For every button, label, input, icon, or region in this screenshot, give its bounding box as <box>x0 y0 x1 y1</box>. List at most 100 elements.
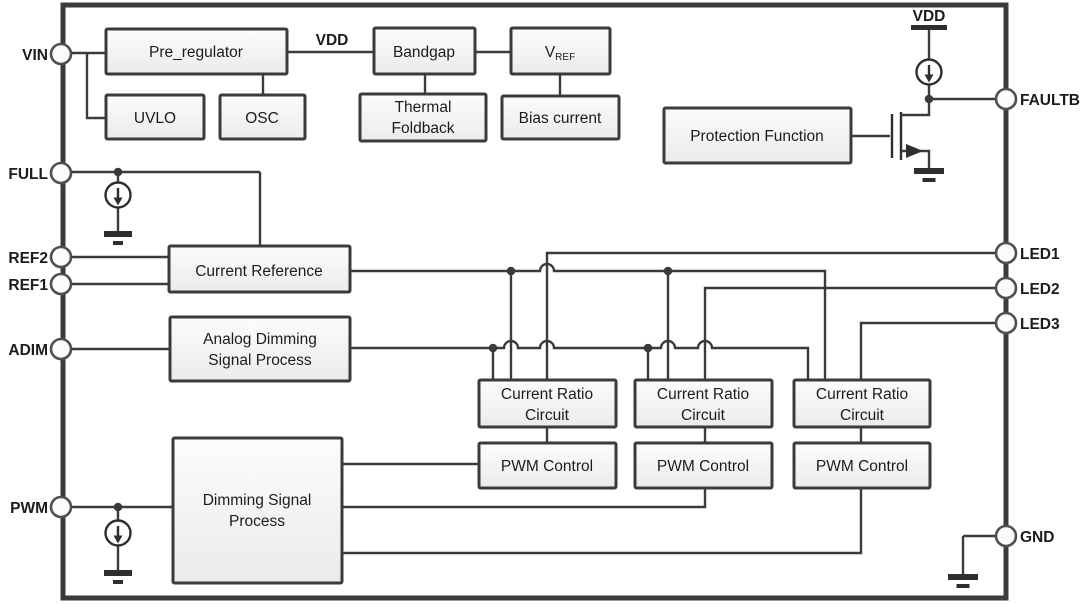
pin-vin <box>49 42 73 66</box>
block-label-pwm-control-2: PWM Control <box>657 458 749 475</box>
current-source-icon <box>104 181 132 209</box>
block-label-current-ratio-2a: Current Ratio <box>657 386 749 403</box>
junction-dot <box>488 343 498 353</box>
block-label-pre-regulator: Pre_regulator <box>149 44 243 61</box>
wire-gnd <box>961 534 996 574</box>
block-label-pwm-control-3: PWM Control <box>816 458 908 475</box>
wire-dimming-pwm3 <box>342 488 863 555</box>
current-source-icon <box>104 519 132 547</box>
vdd-supply-label: VDD <box>913 8 946 25</box>
ground-icon <box>104 231 132 245</box>
pin-led3 <box>994 311 1018 335</box>
block-pwm-control-1 <box>477 441 618 490</box>
block-protection-function <box>662 106 853 165</box>
block-dimming-signal <box>171 436 344 585</box>
wire-led1 <box>545 251 996 380</box>
supply-bar <box>911 25 947 30</box>
block-label-bandgap: Bandgap <box>393 44 455 61</box>
pin-full <box>49 161 73 185</box>
current-source-icon <box>915 58 943 86</box>
pin-label-full: FULL <box>8 166 48 183</box>
block-current-ratio-3 <box>792 378 932 429</box>
pin-pwm <box>49 495 73 519</box>
wire-analogdimming-rail <box>350 339 810 380</box>
pin-label-gnd: GND <box>1020 529 1054 546</box>
block-label-vref: VREF <box>545 44 575 63</box>
block-label-protection-function: Protection Function <box>690 128 824 145</box>
junction-dot <box>663 266 673 276</box>
pin-ref1 <box>49 272 73 296</box>
pin-led1 <box>994 241 1018 265</box>
wire-currentreference-rail <box>350 262 827 380</box>
block-analog-dimming <box>168 315 352 383</box>
pin-label-led3: LED3 <box>1020 316 1060 333</box>
wire-full-currentreference <box>61 170 262 246</box>
source-arrow <box>906 144 923 158</box>
ground-icon <box>104 570 132 584</box>
pin-adim <box>49 337 73 361</box>
ground-icon <box>948 574 978 588</box>
block-label-pwm-control-1: PWM Control <box>501 458 593 475</box>
pin-label-faultb: FAULTB <box>1020 92 1080 109</box>
junction-dot <box>506 266 516 276</box>
junction-dot <box>113 167 123 177</box>
pin-label-led1: LED1 <box>1020 246 1060 263</box>
pin-faultb <box>994 87 1018 111</box>
wire-led3 <box>859 321 996 380</box>
block-label-dimming-signal-2: Process <box>229 513 285 530</box>
wire-vin-uvlo <box>85 53 106 120</box>
block-osc <box>218 93 307 141</box>
block-vref <box>509 26 612 76</box>
block-label-bias-current: Bias current <box>519 110 602 127</box>
block-current-ratio-2 <box>633 378 774 429</box>
block-label-dimming-signal-1: Dimming Signal <box>203 492 312 509</box>
pin-label-ref1: REF1 <box>8 277 48 294</box>
pin-label-pwm: PWM <box>10 500 48 517</box>
vdd-internal-label: VDD <box>316 32 349 49</box>
block-pwm-control-3 <box>792 441 932 490</box>
block-current-reference <box>167 244 352 294</box>
pin-ref2 <box>49 245 73 269</box>
pin-label-adim: ADIM <box>8 342 48 359</box>
block-current-ratio-1 <box>477 378 618 429</box>
nmos-transistor-icon <box>890 103 931 168</box>
block-pwm-control-2 <box>633 441 774 490</box>
vdd-rail-icon: VDD <box>911 8 947 30</box>
blocks: Pre_regulator UVLO OSC Bandgap VREF Ther… <box>104 26 932 585</box>
pins <box>49 42 1018 548</box>
block-label-current-ratio-2b: Circuit <box>681 407 726 424</box>
ground-icon <box>914 168 944 182</box>
block-label-analog-dimming-2: Signal Process <box>208 352 312 369</box>
pin-led2 <box>994 276 1018 300</box>
block-bandgap <box>372 26 477 76</box>
vref-sub-text: REF <box>555 52 575 63</box>
pin-label-ref2: REF2 <box>8 250 48 267</box>
block-label-thermal-2: Foldback <box>392 120 455 137</box>
block-bias-current <box>500 94 621 141</box>
junction-dot <box>643 343 653 353</box>
pin-label-vin: VIN <box>22 47 48 64</box>
block-label-current-reference: Current Reference <box>195 263 323 280</box>
block-label-current-ratio-3a: Current Ratio <box>816 386 908 403</box>
junction-dot <box>113 502 123 512</box>
junction-dot <box>924 94 934 104</box>
pin-labels: VIN FULL REF2 REF1 ADIM PWM FAULTB LED1 … <box>8 47 1080 546</box>
block-label-thermal-1: Thermal <box>395 99 452 116</box>
block-label-current-ratio-1a: Current Ratio <box>501 386 593 403</box>
block-thermal-foldback <box>358 92 488 143</box>
wire-dimming-pwm2 <box>342 488 707 509</box>
block-label-osc: OSC <box>245 110 279 127</box>
pin-gnd <box>994 524 1018 548</box>
pin-label-led2: LED2 <box>1020 281 1060 298</box>
junction-dots <box>113 94 934 512</box>
block-uvlo <box>104 93 206 141</box>
wires <box>61 30 996 574</box>
block-label-uvlo: UVLO <box>134 110 176 127</box>
chip-boundary <box>60 2 1009 601</box>
block-label-analog-dimming-1: Analog Dimming <box>203 331 317 348</box>
block-pre-regulator <box>104 27 289 76</box>
wire-led2 <box>703 286 996 380</box>
block-label-current-ratio-1b: Circuit <box>525 407 570 424</box>
block-label-current-ratio-3b: Circuit <box>840 407 885 424</box>
